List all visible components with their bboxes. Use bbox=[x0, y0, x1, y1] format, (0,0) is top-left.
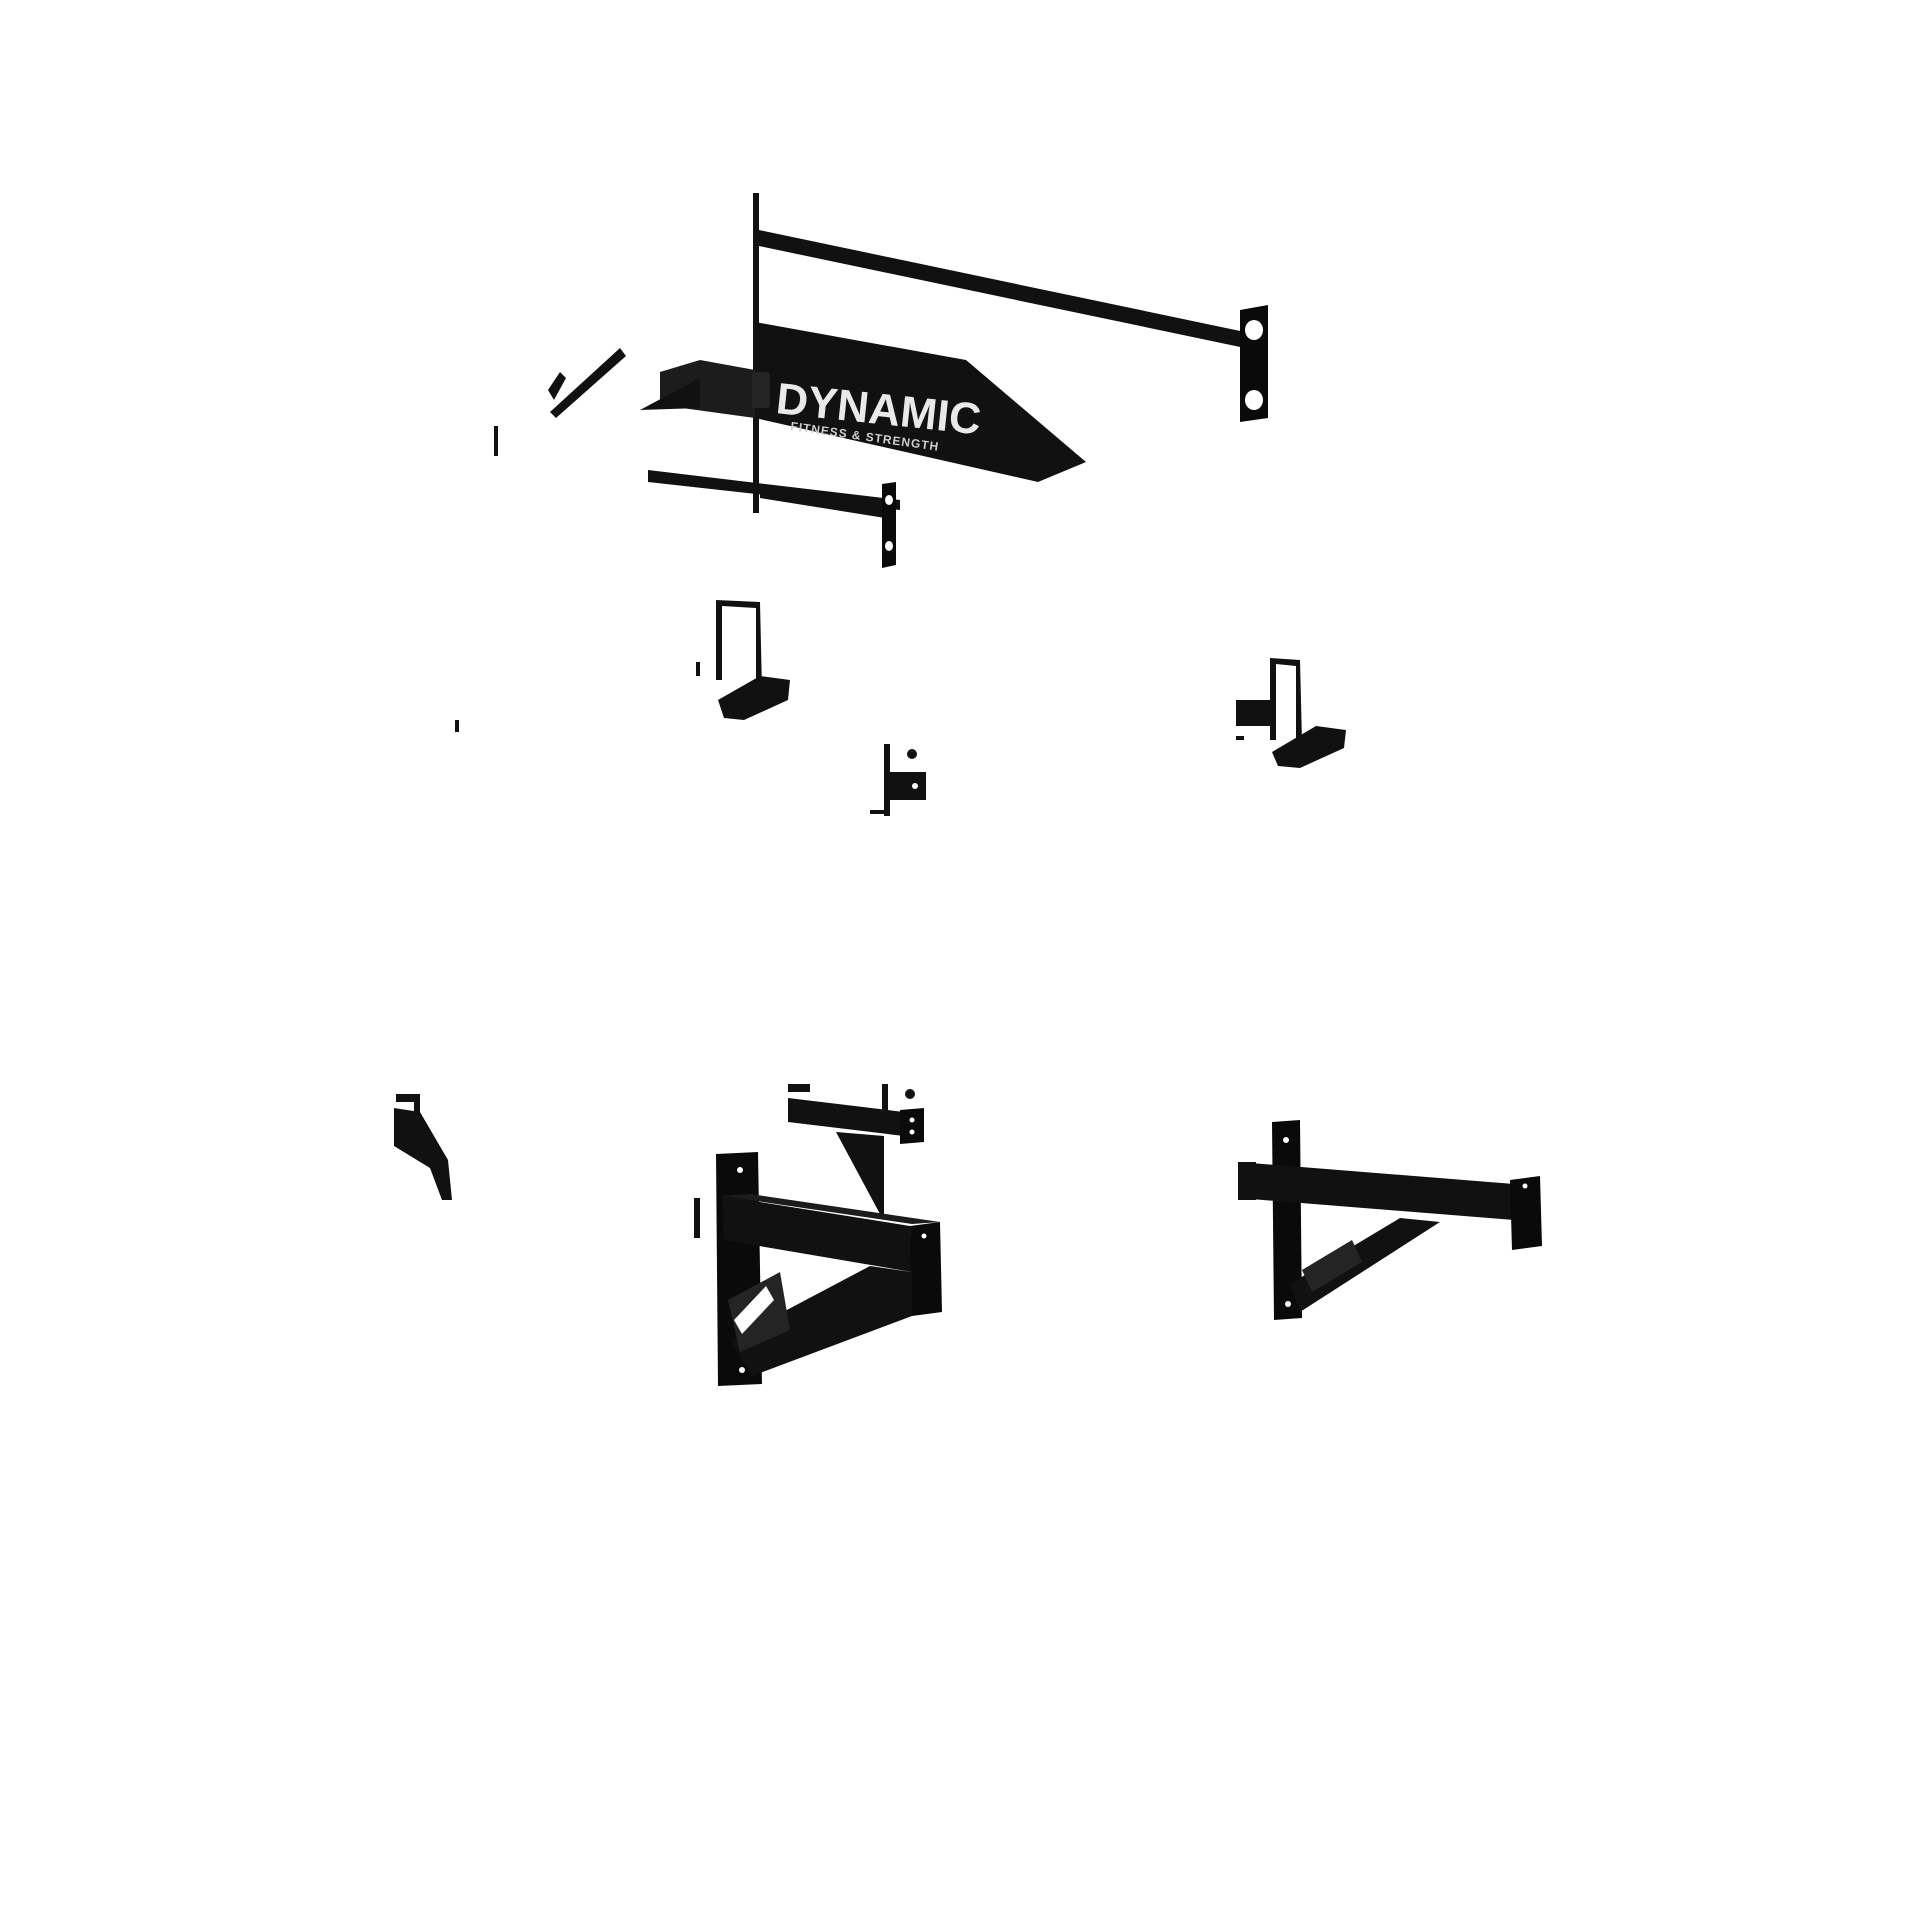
left-support-fragment bbox=[394, 1094, 452, 1200]
pullup-bar-lower bbox=[760, 482, 896, 568]
left-bracket-fragments bbox=[494, 348, 900, 510]
j-hook-right bbox=[1236, 658, 1346, 768]
spotter-arm-front-left bbox=[694, 1152, 942, 1386]
j-hook-left bbox=[455, 600, 790, 732]
branded-header-plate: DYNAMIC FITNESS & STRENGTH bbox=[640, 322, 1086, 482]
spotter-arm-front-right bbox=[1238, 1120, 1542, 1320]
small-bracket-center bbox=[870, 744, 926, 816]
spotter-arm-back bbox=[788, 1084, 924, 1214]
brand-logo-emblem bbox=[752, 372, 770, 408]
warning-label bbox=[734, 1286, 774, 1334]
